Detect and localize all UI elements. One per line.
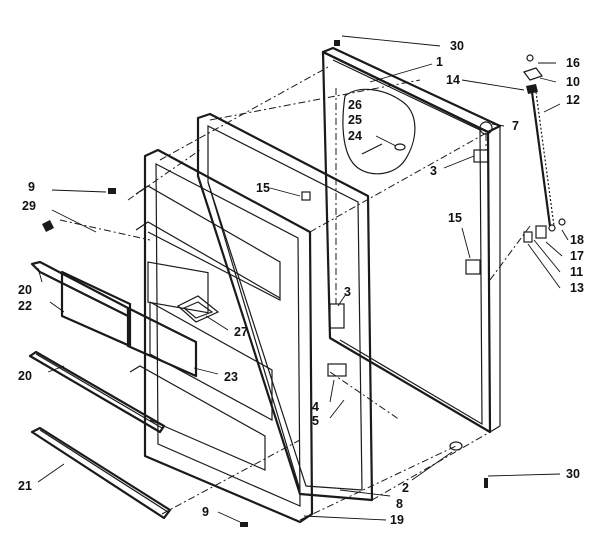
callout-9-lower: 9 [202, 505, 209, 519]
callout-16: 16 [566, 56, 580, 70]
callout-23: 23 [224, 370, 238, 384]
door-gasket [196, 112, 374, 502]
callout-26: 26 [348, 98, 362, 112]
callout-20-lower: 20 [18, 369, 32, 383]
callout-18: 18 [570, 233, 584, 247]
callout-29: 29 [22, 199, 36, 213]
callout-22: 22 [18, 299, 32, 313]
callout-13: 13 [570, 281, 584, 295]
callout-3-middle: 3 [344, 285, 351, 299]
callout-10: 10 [566, 75, 580, 89]
inner-door-liner [129, 148, 314, 524]
callout-2: 2 [402, 481, 409, 495]
callout-17: 17 [570, 249, 584, 263]
leader-lines [37, 35, 569, 523]
assembly-lines [59, 65, 531, 521]
callout-14: 14 [446, 73, 460, 87]
callout-9-upper: 9 [28, 180, 35, 194]
callout-1: 1 [436, 55, 443, 69]
callout-7: 7 [512, 119, 519, 133]
callout-11: 11 [570, 265, 583, 279]
callout-30-top: 30 [450, 39, 464, 53]
callout-labels: 30 1 16 10 14 12 7 26 25 24 15 3 15 9 29… [18, 39, 584, 527]
callout-12: 12 [566, 93, 580, 107]
outer-door-panel [321, 46, 502, 434]
callout-25: 25 [348, 113, 362, 127]
callout-24: 24 [348, 129, 362, 143]
callout-30-bottom: 30 [566, 467, 580, 481]
callout-15-right: 15 [448, 211, 462, 225]
callout-20-upper: 20 [18, 283, 32, 297]
callout-4: 4 [312, 400, 319, 414]
callout-8: 8 [396, 497, 403, 511]
callout-27: 27 [234, 325, 248, 339]
callout-21: 21 [18, 479, 32, 493]
callout-15-upper: 15 [256, 181, 270, 195]
shelf-parts [28, 220, 198, 520]
hinge-hardware [108, 40, 566, 527]
callout-3-right: 3 [430, 164, 437, 178]
callout-5: 5 [312, 414, 319, 428]
callout-19: 19 [390, 513, 404, 527]
